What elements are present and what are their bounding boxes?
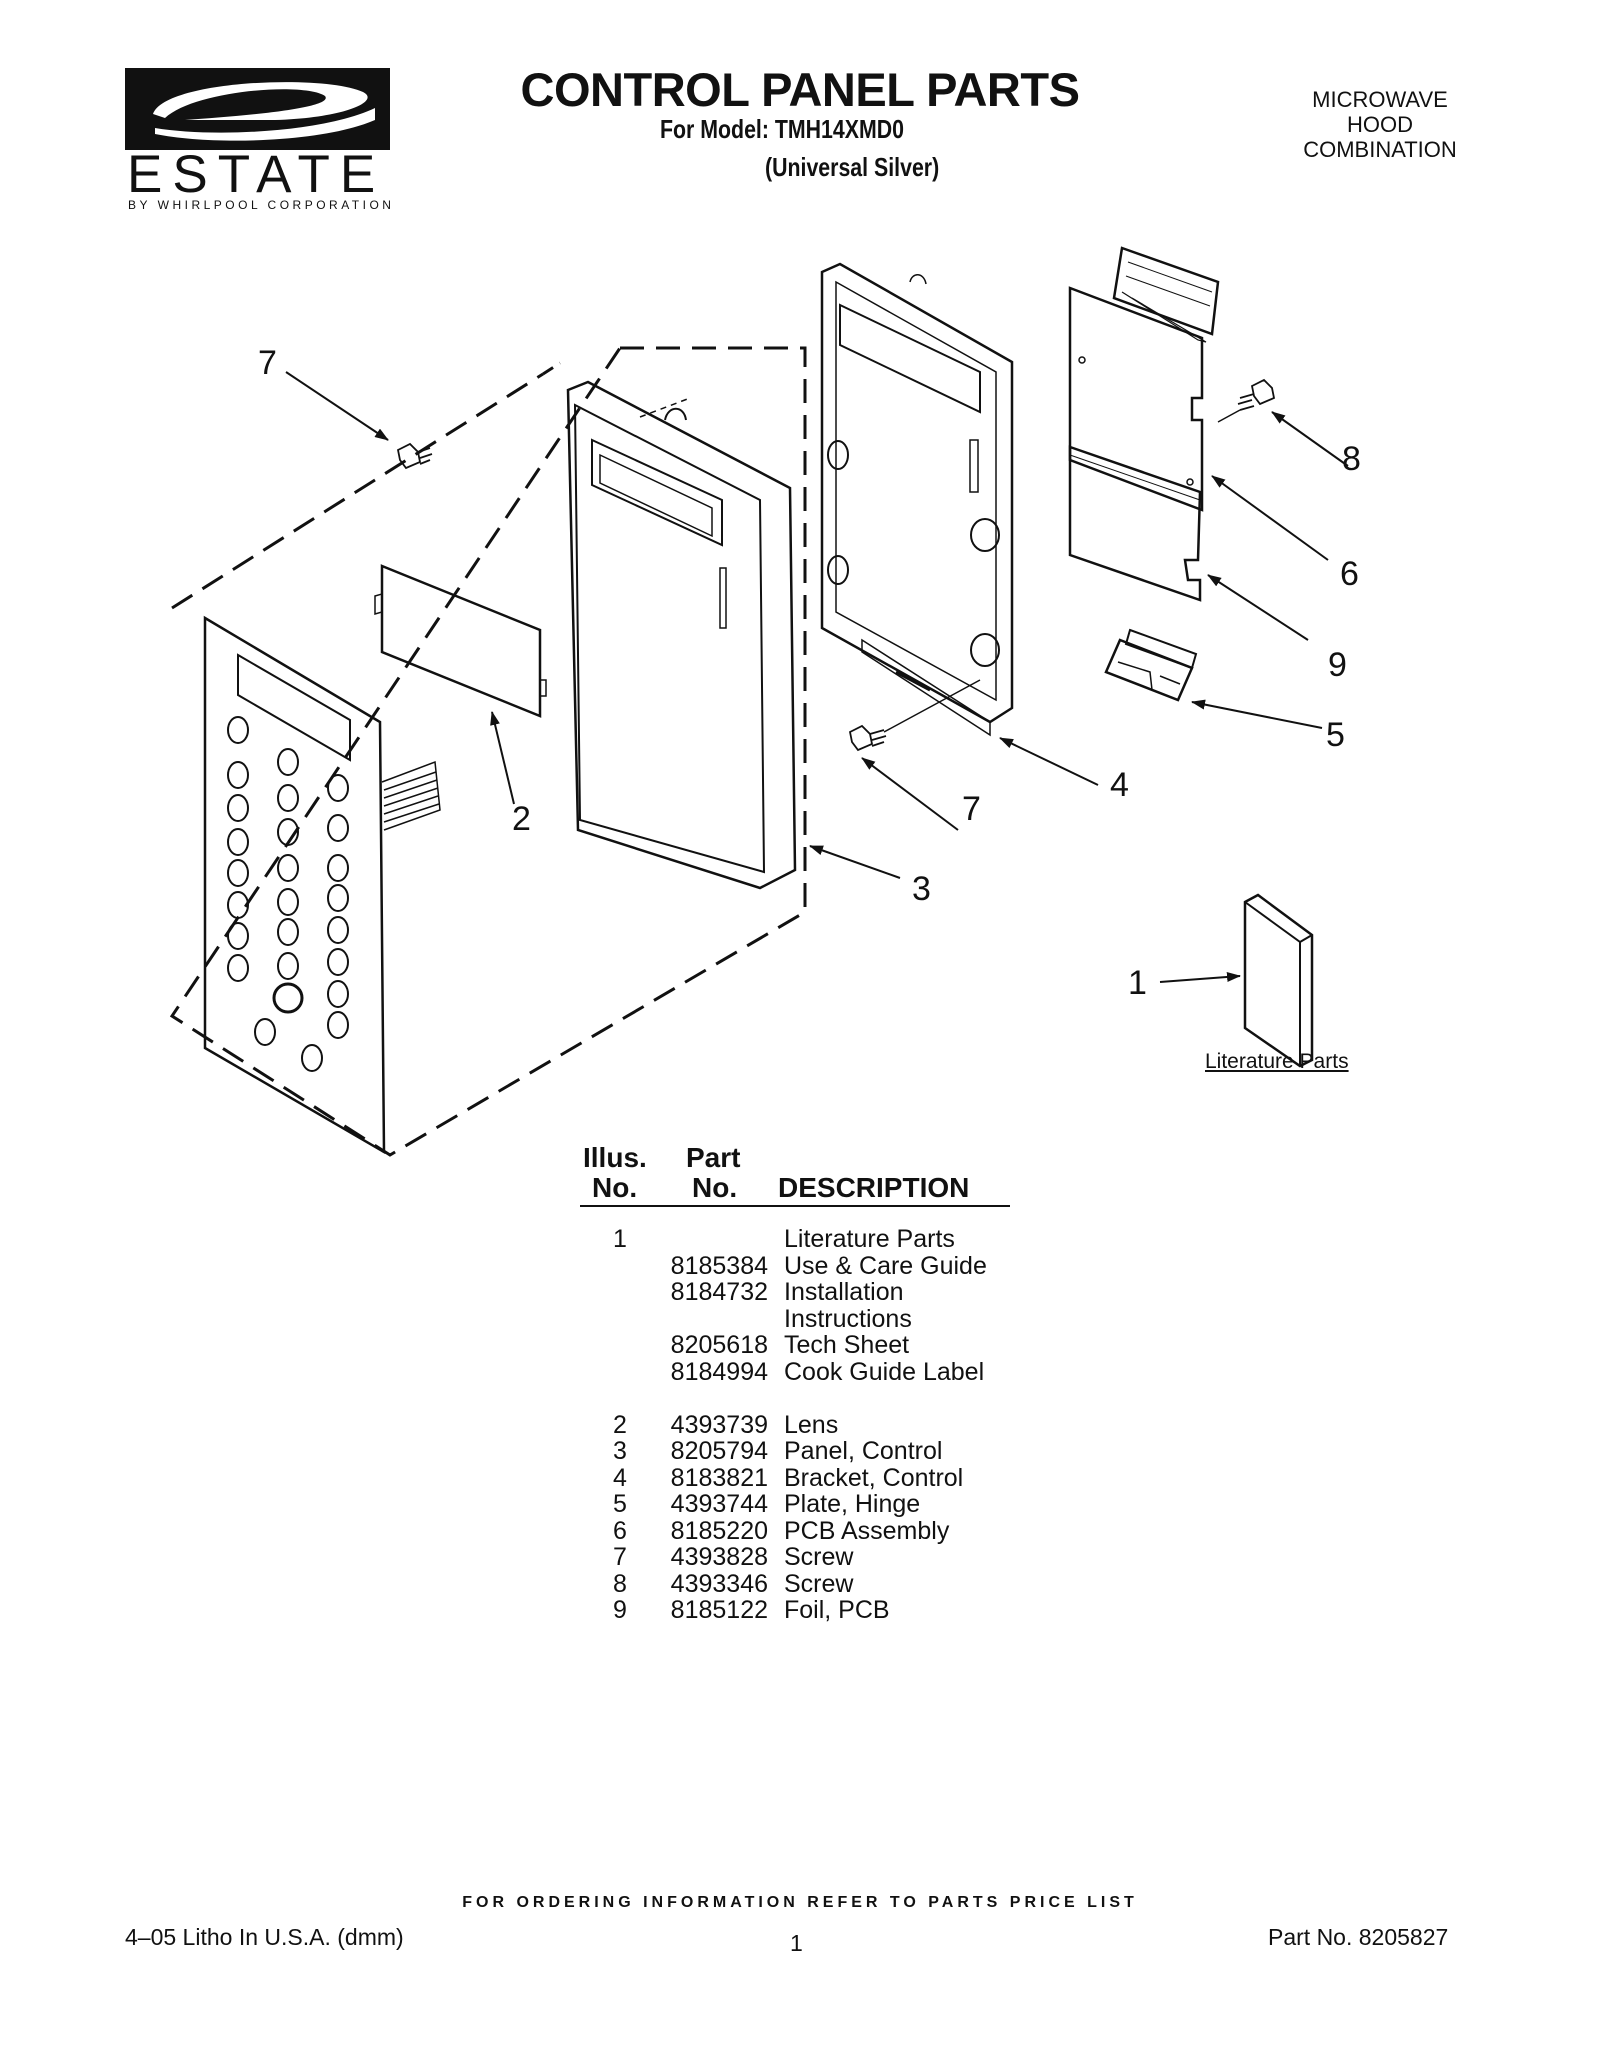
row-description: Foil, PCB: [784, 1596, 890, 1624]
row-description: Instructions: [784, 1305, 912, 1333]
pcb-assembly-part: [1068, 246, 1220, 512]
row-illus-no: 4: [613, 1464, 627, 1492]
callout-4: 4: [1110, 766, 1129, 804]
screw-7-bottom: [848, 679, 981, 752]
row-part-no: 4393346: [670, 1570, 768, 1598]
keypad-membrane: [203, 615, 441, 1155]
row-part-no: 8205794: [670, 1437, 768, 1465]
row-illus-no: 2: [613, 1411, 627, 1439]
control-bracket-part: [820, 262, 1014, 737]
ordering-info-note: FOR ORDERING INFORMATION REFER TO PARTS …: [462, 1894, 1138, 1911]
product-line-1: MICROWAVE: [1312, 87, 1448, 112]
row-illus-no: 1: [613, 1225, 627, 1253]
row-illus-no: 3: [613, 1437, 627, 1465]
product-line-3: COMBINATION: [1303, 137, 1457, 162]
hinge-plate-part: [1104, 628, 1198, 702]
header-part-line2: No.: [692, 1172, 738, 1203]
model-line: For Model: TMH14XMD0: [660, 114, 905, 144]
document-part-number: Part No. 8205827: [1268, 1924, 1449, 1950]
row-part-no: 8185384: [670, 1252, 768, 1280]
header-illus-line1: Illus.: [583, 1142, 647, 1173]
header-part-line1: Part: [686, 1142, 741, 1173]
row-illus-no: 8: [613, 1570, 627, 1598]
page-title: CONTROL PANEL PARTS: [520, 63, 1080, 116]
product-line-2: HOOD: [1347, 112, 1413, 137]
row-part-no: 8184732: [670, 1278, 768, 1306]
callout-1: 1: [1128, 964, 1147, 1002]
table-header-rule: [580, 1205, 1010, 1207]
row-description: Panel, Control: [784, 1437, 943, 1465]
estate-logo-swoosh: [125, 68, 390, 150]
row-description: Tech Sheet: [784, 1331, 910, 1359]
logo-tagline: BY WHIRLPOOL CORPORATION: [128, 198, 395, 212]
lens-part: [374, 564, 547, 718]
row-description: Use & Care Guide: [784, 1252, 987, 1280]
row-illus-no: 7: [613, 1543, 627, 1571]
row-illus-no: 6: [613, 1517, 627, 1545]
row-description: PCB Assembly: [784, 1517, 950, 1545]
row-description: Plate, Hinge: [784, 1490, 921, 1518]
leader-arrows: [285, 371, 1349, 983]
header-illus-line2: No.: [592, 1172, 638, 1203]
membrane-tail: [381, 760, 441, 831]
screw-8: [1217, 378, 1276, 423]
row-part-no: 4393744: [670, 1490, 768, 1518]
row-description: Screw: [784, 1570, 854, 1598]
screw-7-top: [396, 442, 433, 470]
row-description: Lens: [784, 1411, 839, 1439]
row-illus-no: 5: [613, 1490, 627, 1518]
row-part-no: 8184994: [670, 1358, 768, 1386]
keypad-buttons: [227, 716, 349, 1072]
literature-booklet: [1243, 893, 1314, 1068]
header-description: DESCRIPTION: [778, 1172, 970, 1203]
row-part-no: 8185122: [670, 1596, 768, 1624]
pcb-foil-part: [1068, 445, 1202, 602]
callout-9: 9: [1328, 646, 1347, 684]
literature-parts-caption: Literature Parts: [1205, 1050, 1349, 1073]
row-description: Literature Parts: [784, 1225, 955, 1253]
callout-7-bottom: 7: [962, 790, 981, 828]
callout-5: 5: [1326, 716, 1345, 754]
callout-6: 6: [1340, 555, 1359, 593]
callout-3: 3: [912, 870, 931, 908]
row-part-no: 8205618: [670, 1331, 768, 1359]
row-description: Bracket, Control: [784, 1464, 964, 1492]
litho-note: 4–05 Litho In U.S.A. (dmm): [125, 1924, 404, 1950]
row-part-no: 8183821: [670, 1464, 768, 1492]
callout-2: 2: [512, 800, 531, 838]
row-description: Installation: [784, 1278, 904, 1306]
estate-wordmark: ESTATE: [127, 145, 386, 204]
row-description: Screw: [784, 1543, 854, 1571]
row-part-no: 8185220: [670, 1517, 768, 1545]
finish-line: (Universal Silver): [765, 152, 940, 182]
exploded-parts-diagram: [169, 246, 1349, 1157]
row-description: Cook Guide Label: [784, 1358, 985, 1386]
callout-8: 8: [1342, 440, 1361, 478]
callout-7-top: 7: [258, 344, 277, 382]
row-illus-no: 9: [613, 1596, 627, 1624]
row-part-no: 4393739: [670, 1411, 768, 1439]
page-number: 1: [790, 1930, 803, 1956]
assembly-outline: [169, 346, 807, 1157]
row-part-no: 4393828: [670, 1543, 768, 1571]
control-panel-part: [566, 380, 797, 890]
